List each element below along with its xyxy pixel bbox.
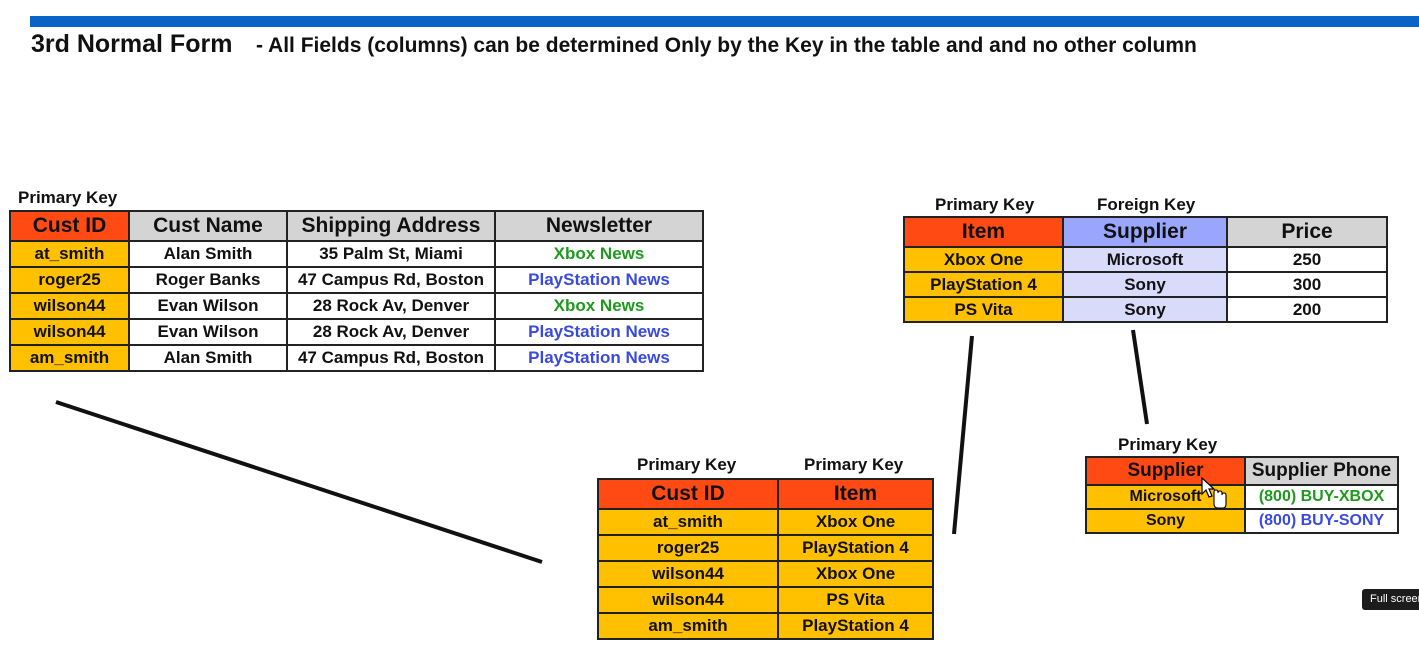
items-header-row: Item Supplier Price	[903, 216, 1388, 248]
cust-id-cell: wilson44	[9, 292, 130, 320]
shipping-address-cell: 28 Rock Av, Denver	[286, 292, 496, 320]
table-row: am_smith PlayStation 4	[597, 612, 934, 640]
items-primary-key-label: Primary Key	[935, 195, 1035, 214]
item-cell: Xbox One	[777, 508, 934, 536]
item-cell: PlayStation 4	[777, 612, 934, 640]
supplier-cell: Microsoft	[1062, 246, 1228, 273]
table-row: am_smith Alan Smith 47 Campus Rd, Boston…	[9, 344, 704, 372]
cust-id-cell: at_smith	[9, 240, 130, 268]
items-table: Item Supplier Price Xbox One Microsoft 2…	[903, 216, 1388, 323]
column-header-cust-id: Cust ID	[597, 478, 779, 510]
supplier-cell: Microsoft	[1085, 484, 1246, 510]
column-header-newsletter: Newsletter	[494, 210, 704, 242]
column-header-supplier: Supplier	[1062, 216, 1228, 248]
cust-id-cell: am_smith	[9, 344, 130, 372]
newsletter-cell: PlayStation News	[494, 318, 704, 346]
newsletter-cell: Xbox News	[494, 292, 704, 320]
suppliers-table: Supplier Supplier Phone Microsoft (800) …	[1085, 456, 1399, 534]
column-header-price: Price	[1226, 216, 1388, 248]
shipping-address-cell: 47 Campus Rd, Boston	[286, 344, 496, 372]
table-row: Xbox One Microsoft 250	[903, 246, 1388, 273]
table-row: wilson44 PS Vita	[597, 586, 934, 614]
title-accent-bar	[30, 16, 1419, 27]
table-row: PlayStation 4 Sony 300	[903, 271, 1388, 298]
table-row: roger25 PlayStation 4	[597, 534, 934, 562]
orders-table: Cust ID Item at_smith Xbox One roger25 P…	[597, 478, 934, 640]
supplier-cell: Sony	[1062, 296, 1228, 323]
price-cell: 250	[1226, 246, 1388, 273]
customers-primary-key-label: Primary Key	[18, 188, 118, 207]
customers-table: Cust ID Cust Name Shipping Address Newsl…	[9, 210, 704, 372]
table-row: Microsoft (800) BUY-XBOX	[1085, 484, 1399, 510]
shipping-address-cell: 47 Campus Rd, Boston	[286, 266, 496, 294]
cust-id-cell: wilson44	[597, 560, 779, 588]
table-row: wilson44 Xbox One	[597, 560, 934, 588]
suppliers-header-row: Supplier Supplier Phone	[1085, 456, 1399, 486]
item-cell: PlayStation 4	[903, 271, 1064, 298]
item-cell: PlayStation 4	[777, 534, 934, 562]
column-header-item: Item	[903, 216, 1064, 248]
table-row: at_smith Alan Smith 35 Palm St, Miami Xb…	[9, 240, 704, 268]
items-foreign-key-label: Foreign Key	[1097, 195, 1196, 214]
shipping-address-cell: 35 Palm St, Miami	[286, 240, 496, 268]
cust-name-cell: Roger Banks	[128, 266, 288, 294]
column-header-shipping-address: Shipping Address	[286, 210, 496, 242]
supplier-cell: Sony	[1085, 508, 1246, 534]
page-subtitle: - All Fields (columns) can be determined…	[256, 34, 1197, 57]
column-header-supplier: Supplier	[1085, 456, 1246, 486]
shipping-address-cell: 28 Rock Av, Denver	[286, 318, 496, 346]
fullscreen-button[interactable]: Full screen	[1362, 589, 1419, 610]
hand-cursor-icon	[1201, 476, 1227, 509]
customers-orders-link	[55, 400, 543, 564]
table-row: at_smith Xbox One	[597, 508, 934, 536]
cust-name-cell: Evan Wilson	[128, 318, 288, 346]
item-cell: PS Vita	[903, 296, 1064, 323]
column-header-item: Item	[777, 478, 934, 510]
item-cell: Xbox One	[903, 246, 1064, 273]
price-cell: 300	[1226, 271, 1388, 298]
supplier-phone-cell: (800) BUY-XBOX	[1244, 484, 1399, 510]
column-header-cust-id: Cust ID	[9, 210, 130, 242]
orders-header-row: Cust ID Item	[597, 478, 934, 510]
cust-id-cell: wilson44	[9, 318, 130, 346]
column-header-supplier-phone: Supplier Phone	[1244, 456, 1399, 486]
orders-primary-key-label-1: Primary Key	[637, 455, 737, 474]
table-row: wilson44 Evan Wilson 28 Rock Av, Denver …	[9, 292, 704, 320]
items-suppliers-link	[1131, 329, 1149, 425]
price-cell: 200	[1226, 296, 1388, 323]
table-row: wilson44 Evan Wilson 28 Rock Av, Denver …	[9, 318, 704, 346]
cust-name-cell: Evan Wilson	[128, 292, 288, 320]
cust-id-cell: roger25	[597, 534, 779, 562]
cust-id-cell: roger25	[9, 266, 130, 294]
orders-primary-key-label-2: Primary Key	[804, 455, 904, 474]
customers-header-row: Cust ID Cust Name Shipping Address Newsl…	[9, 210, 704, 242]
newsletter-cell: PlayStation News	[494, 266, 704, 294]
table-row: Sony (800) BUY-SONY	[1085, 508, 1399, 534]
suppliers-primary-key-label: Primary Key	[1118, 435, 1218, 454]
newsletter-cell: Xbox News	[494, 240, 704, 268]
newsletter-cell: PlayStation News	[494, 344, 704, 372]
page-title: 3rd Normal Form	[31, 30, 233, 58]
table-row: roger25 Roger Banks 47 Campus Rd, Boston…	[9, 266, 704, 294]
supplier-cell: Sony	[1062, 271, 1228, 298]
cust-id-cell: at_smith	[597, 508, 779, 536]
column-header-cust-name: Cust Name	[128, 210, 288, 242]
table-row: PS Vita Sony 200	[903, 296, 1388, 323]
cust-name-cell: Alan Smith	[128, 240, 288, 268]
supplier-phone-cell: (800) BUY-SONY	[1244, 508, 1399, 534]
orders-items-link	[952, 335, 974, 535]
cust-id-cell: am_smith	[597, 612, 779, 640]
item-cell: PS Vita	[777, 586, 934, 614]
cust-id-cell: wilson44	[597, 586, 779, 614]
cust-name-cell: Alan Smith	[128, 344, 288, 372]
item-cell: Xbox One	[777, 560, 934, 588]
